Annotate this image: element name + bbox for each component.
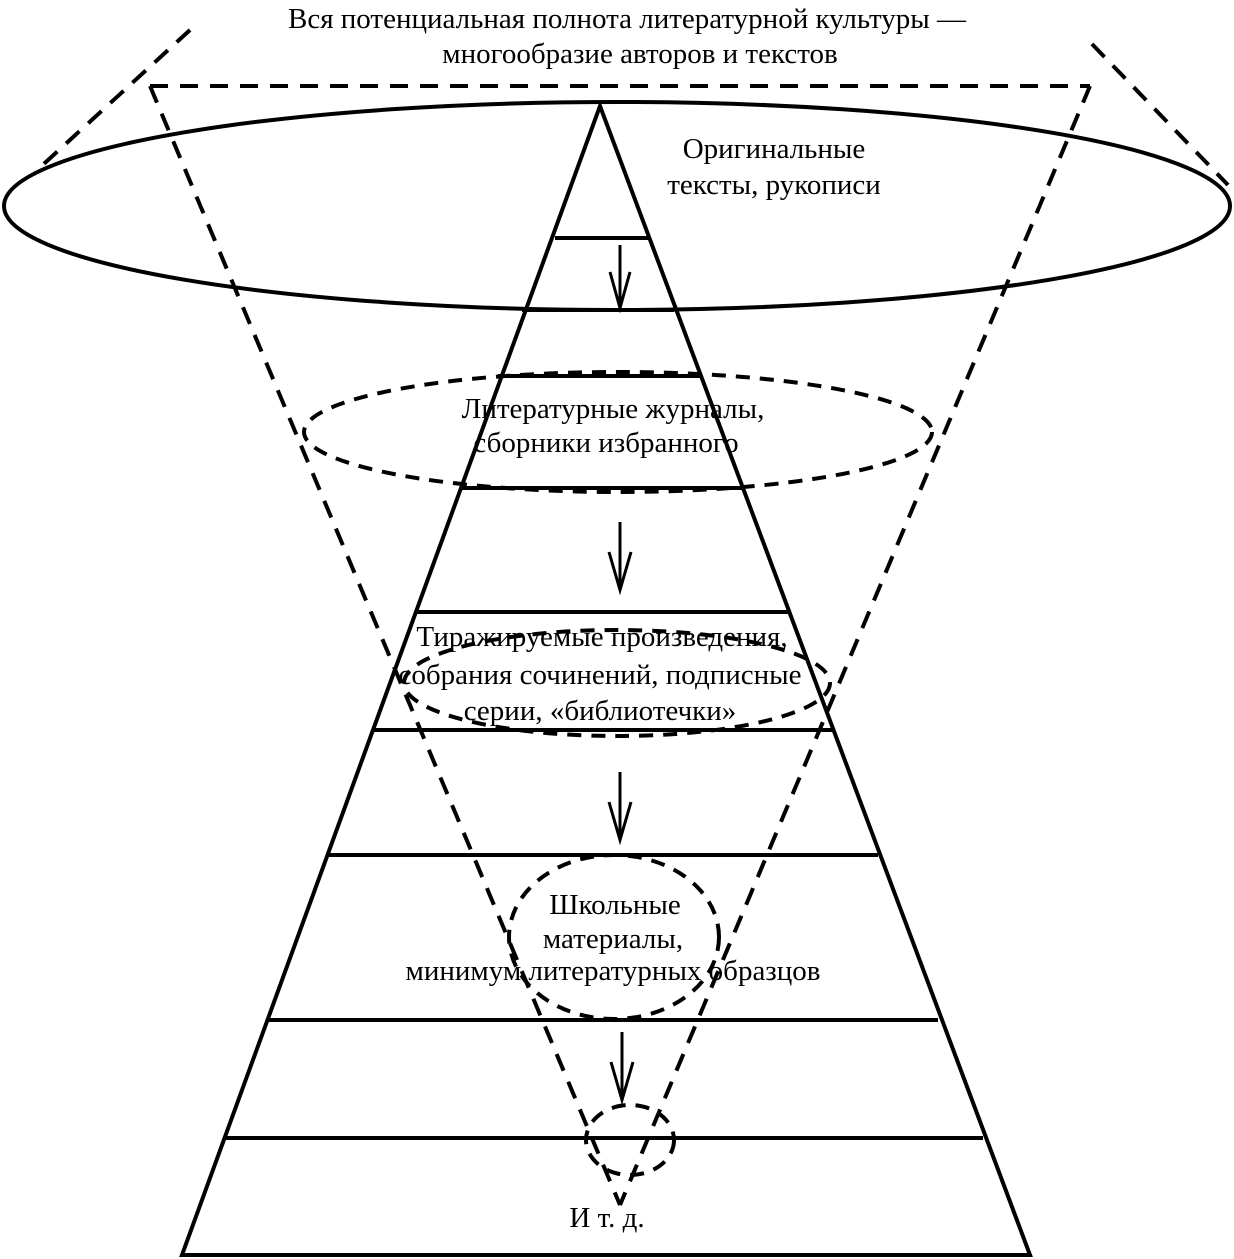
outer-funnel-left-edge bbox=[33, 28, 192, 174]
etc-ellipse bbox=[584, 1103, 676, 1177]
arrow-down-icon bbox=[607, 522, 633, 596]
mass-editions-ellipse bbox=[402, 628, 832, 738]
funnel-right-edge bbox=[618, 85, 1092, 1206]
originals-label-line-2: тексты, рукописи bbox=[667, 169, 881, 201]
journals-label-line-2: сборники избранного bbox=[473, 427, 738, 459]
school-label-line-2: материалы, bbox=[543, 923, 683, 955]
school-label-line-1: Школьные bbox=[549, 889, 681, 921]
title-line-2: многообразие авторов и текстов bbox=[442, 38, 837, 70]
journals-ellipse bbox=[302, 370, 934, 494]
mass-label-line-2: собрания сочинений, подписные bbox=[398, 659, 801, 691]
pyramid-outline bbox=[179, 100, 1033, 1257]
mass-label-line-1: Тиражируемые произведения, bbox=[416, 621, 787, 653]
school-label-line-3: минимум литературных образцов bbox=[406, 955, 821, 987]
title-line-1: Вся потенциальная полнота литературной к… bbox=[288, 3, 967, 35]
arrow-down-icon bbox=[609, 1032, 635, 1106]
school-ellipse bbox=[507, 853, 721, 1021]
arrow-down-icon bbox=[608, 245, 632, 314]
journals-label-line-1: Литературные журналы, bbox=[462, 393, 765, 425]
outer-funnel-right-edge bbox=[1090, 42, 1230, 187]
originals-ellipse bbox=[2, 100, 1232, 312]
etc-label: И т. д. bbox=[569, 1202, 644, 1234]
funnel-left-edge bbox=[148, 85, 622, 1206]
arrow-down-icon bbox=[607, 772, 633, 846]
originals-label-line-1: Оригинальные bbox=[683, 133, 866, 165]
mass-label-line-3: серии, «библиотечки» bbox=[464, 695, 737, 727]
